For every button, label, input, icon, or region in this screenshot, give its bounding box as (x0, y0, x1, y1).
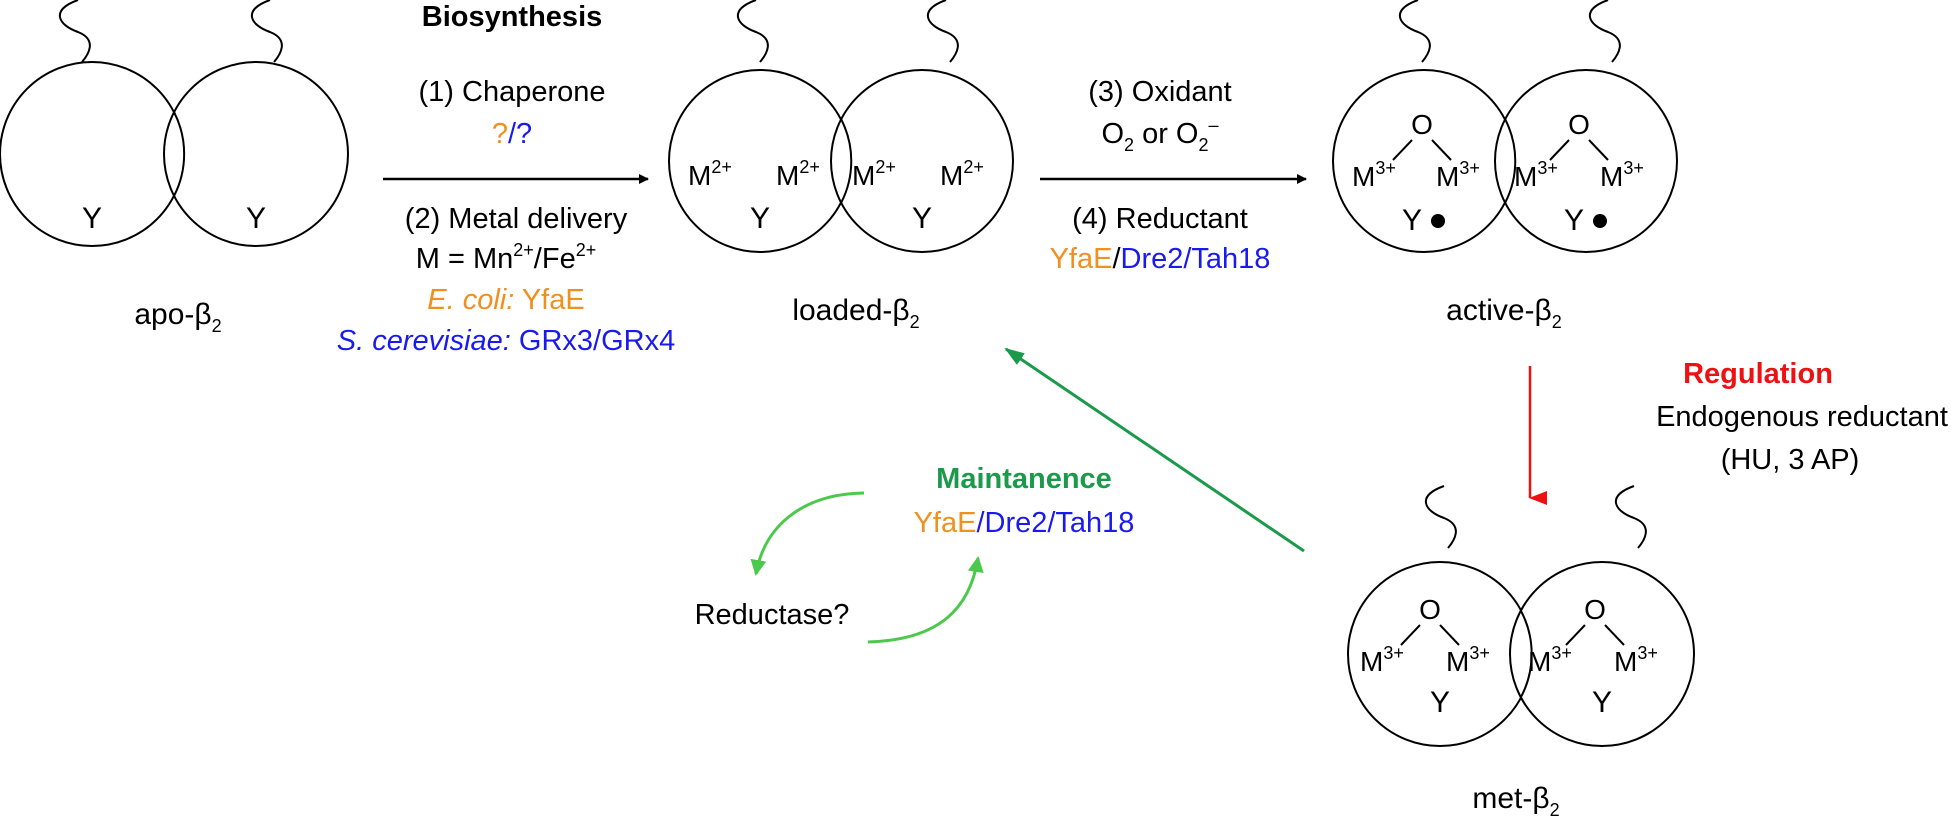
met-right-tyrosine: Y (1592, 686, 1612, 719)
maintenance-proteins: YfaE/Dre2/Tah18 (914, 507, 1135, 539)
loaded-metal-1: M2+ (688, 157, 732, 191)
metal-identity: M = Mn2+/Fe2+ (416, 240, 596, 275)
regulation-title: Regulation (1683, 358, 1833, 390)
loaded-right-subunit (830, 69, 1014, 253)
active-left-bond-1 (1392, 139, 1413, 161)
metal-delivery-step-label: (2) Metal delivery (405, 203, 628, 235)
loaded-beta2-dimer: M2+ M2+ M2+ M2+ Y Y (668, 0, 1014, 253)
oxidant-species: O2 or O2– (1101, 115, 1218, 155)
met-right-tail (1614, 485, 1647, 549)
met-beta2-dimer: O M3+ M3+ Y O M3+ M3+ Y (1347, 485, 1695, 747)
met-metal-4: M3+ (1614, 643, 1658, 677)
met-right-bridging-oxygen: O (1584, 594, 1606, 625)
loaded-left-tyrosine: Y (750, 202, 770, 235)
active-overlap-arc (1504, 118, 1517, 204)
loaded-metal-2: M2+ (776, 157, 820, 191)
biosynthesis-title: Biosynthesis (422, 1, 603, 33)
loaded-beta2-label: loaded-β2 (792, 294, 919, 332)
met-metal-2: M3+ (1446, 643, 1490, 677)
loaded-overlap-arc (840, 118, 853, 204)
met-right-bond-1 (1565, 624, 1586, 646)
chaperone-step-label: (1) Chaperone (419, 76, 606, 108)
loaded-metal-3: M2+ (852, 157, 896, 191)
active-right-bond-1 (1549, 139, 1570, 161)
active-beta2-dimer: O M3+ M3+ Y O M3+ M3+ Y (1332, 0, 1678, 253)
loaded-right-tail (926, 0, 959, 63)
oxidant-step-label: (3) Oxidant (1088, 76, 1231, 108)
loaded-metal-4: M2+ (940, 157, 984, 191)
apo-beta2-dimer: Y Y (0, 0, 349, 247)
active-metal-1: M3+ (1352, 158, 1396, 192)
met-left-tyrosine: Y (1430, 686, 1450, 719)
active-left-tail (1398, 0, 1431, 63)
active-left-bridging-oxygen: O (1411, 109, 1433, 140)
met-metal-1: M3+ (1360, 643, 1404, 677)
apo-overlap-arc (173, 111, 186, 197)
scerevisiae-metal-delivery: S. cerevisiae: GRx3/GRx4 (337, 325, 675, 357)
active-metal-2: M3+ (1436, 158, 1480, 192)
active-metal-3: M3+ (1514, 158, 1558, 192)
regulation-reductant-examples: (HU, 3 AP) (1721, 444, 1860, 476)
apo-right-subunit (163, 61, 349, 247)
active-right-tyrosine: Y (1564, 204, 1584, 237)
active-left-tyrosine: Y (1402, 204, 1422, 237)
chaperone-unknowns: ?/? (492, 118, 532, 150)
met-left-tail (1424, 485, 1457, 549)
active-right-radical-dot (1593, 214, 1607, 228)
active-beta2-label: active-β2 (1446, 294, 1562, 332)
met-metal-3: M3+ (1528, 643, 1572, 677)
apo-left-tail (58, 0, 91, 63)
reductant-step-label: (4) Reductant (1072, 203, 1248, 235)
active-right-bond-2 (1588, 139, 1609, 161)
reductant-proteins: YfaE/Dre2/Tah18 (1050, 243, 1271, 275)
maintenance-arrow (1004, 347, 1305, 553)
apo-right-tail (250, 0, 283, 63)
active-left-radical-dot (1431, 214, 1445, 228)
regulation-reductant-label: Endogenous reductant (1656, 401, 1948, 433)
met-overlap-arc (1520, 610, 1533, 698)
maintenance-cycle-arrow-lower (867, 556, 984, 644)
apo-beta2-label: apo-β2 (134, 298, 221, 336)
active-right-bridging-oxygen: O (1568, 109, 1590, 140)
ecoli-metal-delivery: E. coli: YfaE (427, 284, 584, 316)
loaded-left-tail (736, 0, 769, 63)
maintenance-cycle-arrow-upper (750, 491, 865, 576)
apo-right-tyrosine: Y (246, 202, 266, 235)
met-left-bond-1 (1400, 624, 1421, 646)
met-left-bond-2 (1439, 624, 1460, 646)
met-beta2-label: met-β2 (1472, 782, 1559, 819)
active-right-subunit (1494, 69, 1678, 253)
loaded-right-tyrosine: Y (912, 202, 932, 235)
reductase-label: Reductase? (695, 599, 850, 631)
maintenance-title: Maintanence (936, 463, 1112, 495)
active-right-tail (1588, 0, 1621, 63)
met-left-bridging-oxygen: O (1419, 594, 1441, 625)
active-left-bond-2 (1431, 139, 1452, 161)
active-metal-4: M3+ (1600, 158, 1644, 192)
met-right-subunit (1509, 561, 1695, 747)
met-right-bond-2 (1604, 624, 1625, 646)
apo-left-tyrosine: Y (82, 202, 102, 235)
